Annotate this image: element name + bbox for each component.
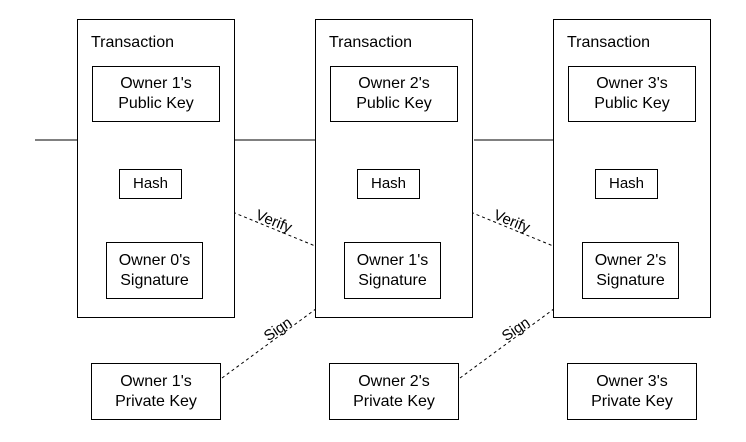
signature-owner-2: Owner 1's — [356, 251, 429, 269]
transaction-title-1: Transaction — [91, 34, 174, 51]
transaction-title-3: Transaction — [567, 34, 650, 51]
hash-label-1: Hash — [132, 175, 169, 192]
public-key-label-2: Public Key — [356, 95, 432, 112]
signature-label-1: Signature — [120, 271, 189, 289]
public-key-owner-3: Owner 3's — [596, 75, 668, 92]
private-key-box-3: Owner 3's Private Key — [567, 363, 697, 420]
public-key-box-1: Owner 1's Public Key — [92, 66, 220, 122]
hash-box-3: Hash — [595, 169, 658, 199]
private-key-label-2: Private Key — [353, 392, 435, 410]
public-key-owner-1: Owner 1's — [120, 75, 192, 92]
sign-arrow-2 — [459, 288, 582, 379]
private-key-label-3: Private Key — [591, 392, 673, 410]
public-key-label-3: Public Key — [594, 95, 670, 112]
public-key-box-2: Owner 2's Public Key — [330, 66, 458, 122]
public-key-owner-2: Owner 2's — [358, 75, 430, 92]
hash-box-2: Hash — [357, 169, 420, 199]
hash-label-2: Hash — [370, 175, 407, 192]
private-key-owner-1: Owner 1's — [120, 372, 192, 390]
private-key-label-1: Private Key — [115, 392, 197, 410]
private-key-box-1: Owner 1's Private Key — [91, 363, 221, 420]
public-key-box-3: Owner 3's Public Key — [568, 66, 696, 122]
signature-box-3: Owner 2's Signature — [582, 242, 679, 299]
hash-box-1: Hash — [119, 169, 182, 199]
signature-label-2: Signature — [358, 271, 427, 289]
signature-owner-3: Owner 2's — [594, 251, 667, 269]
private-key-owner-3: Owner 3's — [596, 372, 668, 390]
hash-label-3: Hash — [608, 175, 645, 192]
sign-arrow-1 — [221, 288, 344, 379]
signature-box-2: Owner 1's Signature — [344, 242, 441, 299]
transaction-title-2: Transaction — [329, 34, 412, 51]
signature-box-1: Owner 0's Signature — [106, 242, 203, 299]
public-key-label-1: Public Key — [118, 95, 194, 112]
signature-label-3: Signature — [596, 271, 665, 289]
signature-owner-1: Owner 0's — [118, 251, 191, 269]
private-key-owner-2: Owner 2's — [358, 372, 430, 390]
private-key-box-2: Owner 2's Private Key — [329, 363, 459, 420]
